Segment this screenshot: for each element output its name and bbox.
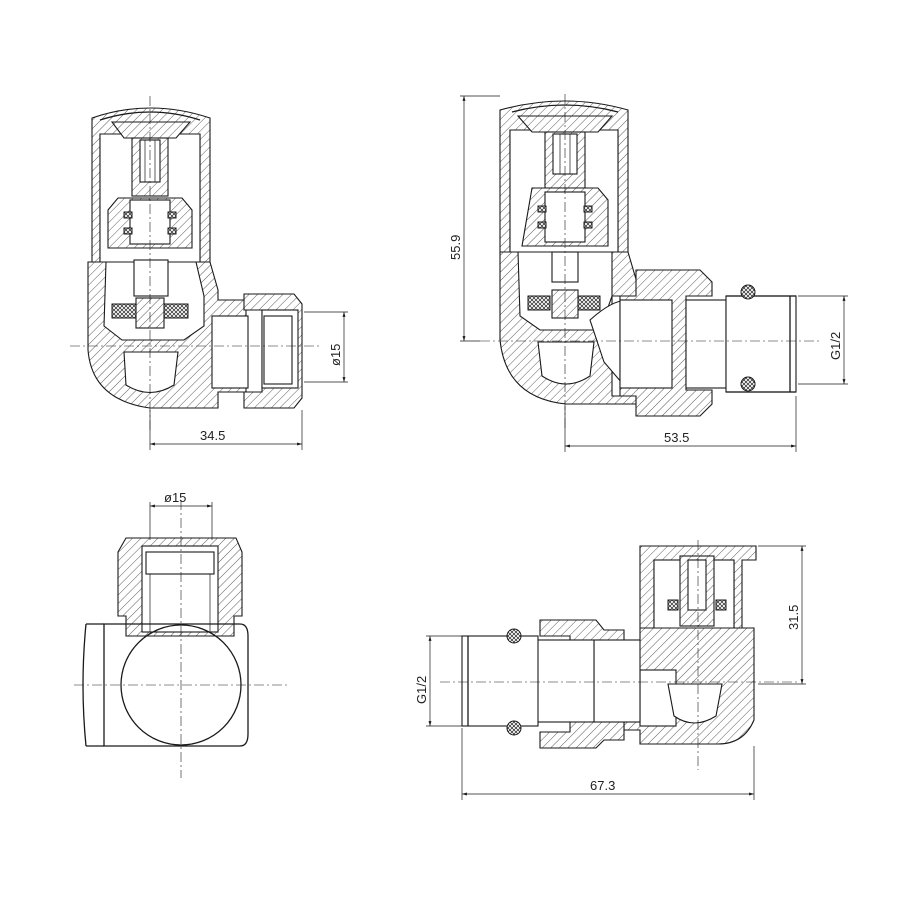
dim-55-9: 55.9 bbox=[448, 235, 463, 260]
dim-g1-2-right: G1/2 bbox=[828, 332, 843, 360]
dim-31-5: 31.5 bbox=[786, 605, 801, 630]
view-side-section: 55.9 53.5 G1/2 bbox=[448, 94, 848, 452]
view-horizontal-section: G1/2 31.5 67.3 bbox=[414, 540, 806, 800]
dim-67-3: 67.3 bbox=[590, 778, 615, 793]
dim-diameter-15-top: ø15 bbox=[164, 490, 186, 505]
view-bottom: ø15 bbox=[74, 490, 290, 778]
view-front-section: 34.5 ø15 bbox=[70, 96, 348, 450]
dim-53-5: 53.5 bbox=[664, 430, 689, 445]
dim-diameter-15-right: ø15 bbox=[328, 344, 343, 366]
dim-34-5: 34.5 bbox=[200, 428, 225, 443]
dim-g1-2-left: G1/2 bbox=[414, 676, 429, 704]
